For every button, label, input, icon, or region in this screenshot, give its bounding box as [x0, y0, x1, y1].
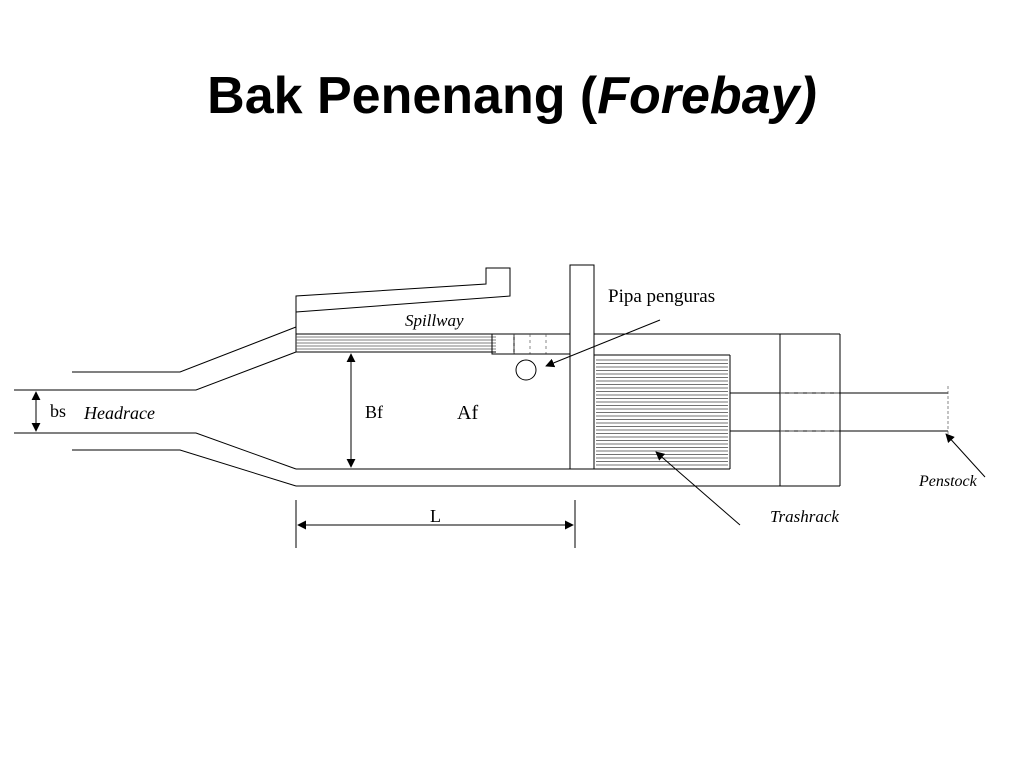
pipa-penguras-leader [545, 319, 661, 368]
penstock-leader [945, 433, 986, 478]
spillway-label: Spillway [405, 311, 464, 330]
bs-dimension [14, 389, 72, 434]
penstock-label: Penstock [918, 473, 978, 490]
trashrack-label: Trashrack [770, 507, 839, 526]
headrace-channel [72, 326, 297, 487]
pipa-penguras-label: Pipa penguras [608, 286, 715, 307]
drain-pipe-opening [515, 359, 537, 381]
slide-title: Bak Penenang (Forebay) [0, 66, 1024, 126]
af-label: Af [457, 402, 478, 424]
dividing-wall [569, 264, 595, 470]
forebay-basin [295, 267, 840, 487]
title-italic: Forebay) [597, 67, 817, 125]
l-label: L [430, 506, 441, 526]
penstock-chamber [594, 333, 841, 486]
trashrack-screen [596, 359, 728, 466]
bs-label: bs [50, 401, 66, 421]
spillway-crest [296, 333, 570, 355]
bf-label: Bf [365, 402, 383, 422]
penstock-pipe [730, 386, 949, 436]
headrace-label: Headrace [83, 403, 155, 423]
title-main: Bak Penenang ( [207, 67, 598, 125]
l-dimension [295, 500, 576, 548]
trashrack-leader [655, 451, 741, 526]
